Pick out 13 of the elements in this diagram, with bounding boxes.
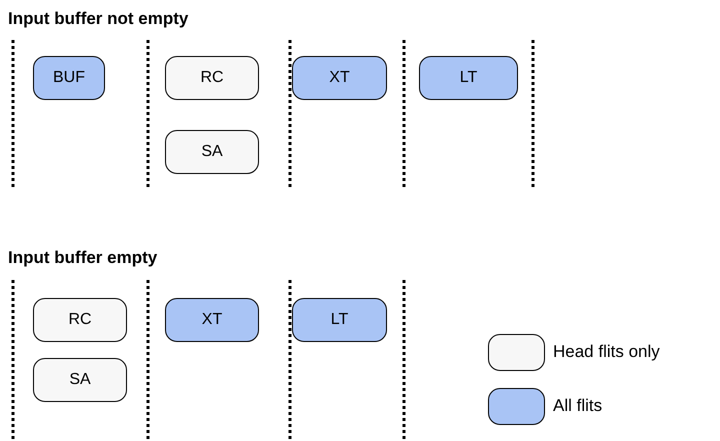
section-heading: Input buffer not empty [8, 9, 188, 29]
stage-box: SA [165, 130, 259, 174]
section-heading: Input buffer empty [8, 248, 158, 268]
stage-box: BUF [33, 56, 105, 100]
stage-box: LT [292, 298, 387, 342]
stage-box: RC [165, 56, 259, 100]
legend-label: All flits [553, 396, 602, 416]
stage-box: SA [33, 358, 127, 402]
stage-box: LT [419, 56, 518, 100]
stage-box: XT [165, 298, 259, 342]
stage-box: XT [292, 56, 387, 100]
legend-label: Head flits only [553, 342, 660, 362]
stage-box: RC [33, 298, 127, 342]
